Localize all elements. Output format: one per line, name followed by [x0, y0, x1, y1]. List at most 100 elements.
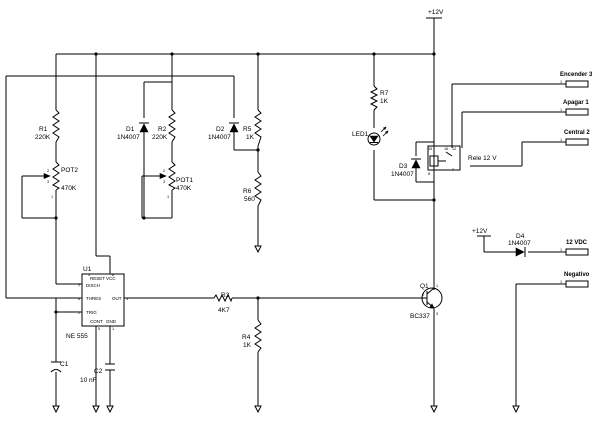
svg-text:7: 7	[78, 284, 80, 288]
svg-text:D2: D2	[216, 126, 225, 133]
svg-text:Encender 3: Encender 3	[560, 72, 593, 78]
svg-text:3: 3	[163, 180, 165, 184]
svg-text:R7: R7	[380, 90, 389, 97]
svg-text:OUT: OUT	[112, 296, 122, 301]
connector-encender: Encender 3 1	[560, 72, 593, 88]
svg-text:560: 560	[244, 196, 255, 203]
svg-text:6: 6	[78, 297, 80, 301]
svg-text:10 nF: 10 nF	[80, 377, 97, 384]
svg-text:POT1: POT1	[176, 177, 193, 184]
svg-text:2: 2	[163, 169, 165, 173]
svg-text:1: 1	[51, 195, 53, 199]
svg-text:TRIG: TRIG	[86, 310, 97, 315]
svg-text:4: 4	[88, 273, 90, 277]
svg-text:7: 7	[452, 168, 454, 172]
svg-text:8: 8	[428, 172, 430, 176]
resistor-r5: R5 1K	[243, 109, 262, 147]
svg-text:RESET: RESET	[90, 276, 105, 281]
connector-negativo: Negativo 1	[560, 272, 590, 288]
svg-text:1: 1	[560, 280, 562, 284]
svg-text:2: 2	[47, 169, 49, 173]
svg-text:R3: R3	[221, 292, 230, 299]
svg-text:1N4007: 1N4007	[391, 171, 414, 178]
supply-12v-top: +12V	[426, 9, 444, 19]
svg-text:U1: U1	[83, 266, 92, 273]
supply-12v-d4: +12V	[472, 228, 491, 237]
svg-text:1: 1	[560, 248, 562, 252]
svg-text:3: 3	[126, 297, 128, 301]
svg-text:470K: 470K	[176, 185, 192, 192]
svg-text:2: 2	[422, 293, 424, 297]
led-led1: LED1	[352, 126, 389, 146]
svg-text:470K: 470K	[61, 185, 77, 192]
transistor-q1: Q1 BC337 2 1 3	[410, 283, 443, 320]
svg-text:1: 1	[560, 138, 562, 142]
svg-text:1K: 1K	[246, 134, 255, 141]
ic-ne555: U1 NE 555 RESET VCC DISCH THRES OUT TRIG…	[66, 266, 128, 340]
svg-text:+12V: +12V	[472, 228, 488, 235]
potentiometer-pot2: POT2 470K 2 3 1	[43, 161, 78, 199]
capacitor-c1: C1	[50, 361, 69, 373]
diode-d4: D4 1N4007	[508, 233, 531, 257]
svg-text:4K7: 4K7	[218, 307, 230, 314]
diode-d1: D1 1N4007	[117, 122, 149, 141]
resistor-r4: R4 1K	[242, 319, 262, 353]
svg-text:THRES: THRES	[86, 296, 101, 301]
capacitor-c2: C2 10 nF	[80, 363, 115, 384]
svg-text:1K: 1K	[243, 342, 252, 349]
svg-text:C1: C1	[60, 361, 69, 368]
svg-text:1: 1	[167, 195, 169, 199]
svg-text:1N4007: 1N4007	[117, 134, 140, 141]
svg-text:8: 8	[112, 273, 114, 277]
svg-text:CONT: CONT	[90, 319, 103, 324]
svg-text:BC337: BC337	[410, 313, 430, 320]
svg-text:12 VDC: 12 VDC	[566, 240, 588, 246]
resistor-r7: R7 1K	[369, 85, 389, 111]
potentiometer-pot1: POT1 470K 2 3 1	[159, 161, 193, 199]
svg-text:16: 16	[444, 147, 448, 151]
svg-text:R4: R4	[242, 334, 251, 341]
svg-text:220K: 220K	[152, 134, 168, 141]
svg-text:1N4007: 1N4007	[508, 240, 531, 247]
svg-text:1: 1	[436, 284, 438, 288]
svg-text:Rele 12 V: Rele 12 V	[468, 155, 497, 162]
svg-text:2: 2	[78, 311, 80, 315]
connector-central: Central 2 1	[560, 130, 590, 146]
diode-d3: D3 1N4007	[391, 158, 421, 178]
svg-text:Apagar 1: Apagar 1	[563, 100, 589, 106]
connector-12vdc: 12 VDC 1	[560, 240, 589, 256]
svg-text:R5: R5	[243, 126, 252, 133]
svg-text:D3: D3	[399, 163, 408, 170]
diode-d2: D2 1N4007	[208, 122, 239, 141]
svg-text:D4: D4	[516, 233, 525, 240]
svg-text:R1: R1	[39, 126, 48, 133]
svg-text:R2: R2	[158, 126, 167, 133]
svg-text:5: 5	[98, 327, 100, 331]
svg-text:1K: 1K	[380, 98, 389, 105]
resistor-r3: R3 4K7	[213, 292, 233, 314]
resistor-r2: R2 220K	[152, 109, 176, 143]
svg-text:12: 12	[452, 147, 456, 151]
connector-apagar: Apagar 1 1	[560, 100, 589, 116]
svg-text:3: 3	[47, 180, 49, 184]
svg-text:1: 1	[560, 108, 562, 112]
svg-text:D1: D1	[126, 126, 135, 133]
svg-text:C2: C2	[94, 368, 103, 375]
svg-text:DISCH: DISCH	[86, 283, 100, 288]
svg-text:220K: 220K	[35, 134, 51, 141]
svg-text:GND: GND	[106, 319, 117, 324]
svg-text:Negativo: Negativo	[564, 272, 590, 278]
svg-text:1: 1	[560, 80, 562, 84]
resistor-r1: R1 220K	[35, 109, 60, 143]
wires	[5, 18, 566, 406]
svg-text:VCC: VCC	[106, 276, 116, 281]
svg-text:1N4007: 1N4007	[208, 134, 231, 141]
svg-text:+12V: +12V	[428, 9, 444, 16]
svg-text:LED1: LED1	[352, 131, 369, 138]
svg-text:1: 1	[112, 327, 114, 331]
svg-text:15: 15	[428, 147, 432, 151]
svg-text:Central 2: Central 2	[564, 130, 590, 136]
svg-text:NE 555: NE 555	[66, 333, 88, 340]
svg-text:3: 3	[436, 312, 438, 316]
